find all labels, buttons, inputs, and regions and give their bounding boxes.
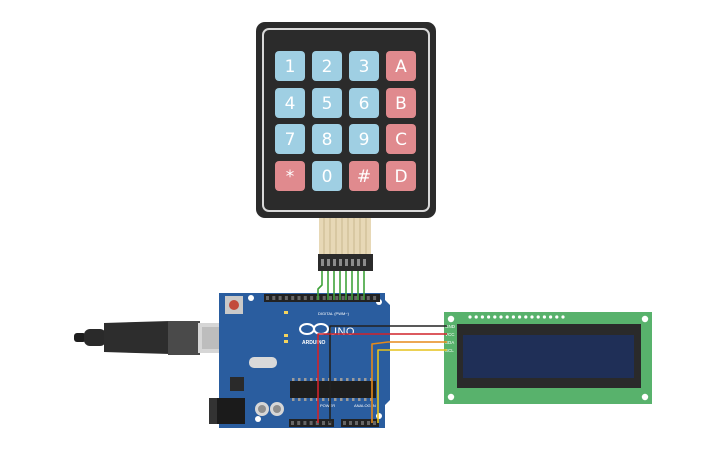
keypad-key-label: 3 xyxy=(359,57,370,77)
keypad-key-label: 0 xyxy=(322,167,333,187)
keypad-key-label: 5 xyxy=(322,94,333,114)
arduino-uno-board[interactable]: UNO ARDUINO DIGITAL (PWM~) POWER ANALOG … xyxy=(209,293,390,428)
keypad[interactable]: 1 2 3 A 4 5 6 B 7 8 9 C * 0 # D xyxy=(256,22,436,218)
keypad-key-6[interactable]: 6 xyxy=(349,88,379,118)
keypad-key-star[interactable]: * xyxy=(275,161,305,191)
keypad-key-B[interactable]: B xyxy=(386,88,416,118)
keypad-key-label: 9 xyxy=(359,130,370,150)
wires xyxy=(317,271,447,423)
keypad-key-7[interactable]: 7 xyxy=(275,124,305,154)
power-label: POWER xyxy=(320,403,335,408)
keypad-key-label: B xyxy=(395,94,407,114)
keypad-key-3[interactable]: 3 xyxy=(349,51,379,81)
lcd-module[interactable]: GND VCC SDA SCL xyxy=(444,312,652,404)
keypad-key-1[interactable]: 1 xyxy=(275,51,305,81)
digital-label: DIGITAL (PWM~) xyxy=(318,311,350,316)
keypad-key-label: 8 xyxy=(322,130,333,150)
keypad-key-label: 4 xyxy=(285,94,296,114)
keypad-keys: 1 2 3 A 4 5 6 B 7 8 9 C * 0 # D xyxy=(275,51,416,191)
keypad-key-5[interactable]: 5 xyxy=(312,88,342,118)
keypad-key-A[interactable]: A xyxy=(386,51,416,81)
keypad-key-8[interactable]: 8 xyxy=(312,124,342,154)
digital-header xyxy=(264,294,380,302)
keypad-key-9[interactable]: 9 xyxy=(349,124,379,154)
keypad-key-label: C xyxy=(395,130,407,150)
usb-plug-body xyxy=(104,321,170,354)
usb-cable xyxy=(74,321,232,355)
lcd-screen xyxy=(463,335,634,378)
keypad-key-label: * xyxy=(286,167,295,187)
wire-gnd xyxy=(329,325,447,423)
keypad-key-label: D xyxy=(394,167,407,187)
keypad-ribbon xyxy=(318,218,373,271)
lcd-pin-vcc: VCC xyxy=(445,332,455,337)
wire-sda xyxy=(371,341,447,423)
keypad-key-label: A xyxy=(395,57,407,77)
keypad-key-label: 7 xyxy=(285,130,296,150)
voltage-regulator xyxy=(230,377,244,391)
keypad-key-label: 1 xyxy=(285,57,296,77)
keypad-key-label: # xyxy=(357,167,371,187)
keypad-key-D[interactable]: D xyxy=(386,161,416,191)
keypad-key-label: 6 xyxy=(359,94,370,114)
analog-header xyxy=(341,419,379,427)
wire-scl xyxy=(377,349,447,423)
brand-text: ARDUINO xyxy=(302,340,325,346)
keypad-key-4[interactable]: 4 xyxy=(275,88,305,118)
keypad-key-hash[interactable]: # xyxy=(349,161,379,191)
keypad-border xyxy=(262,28,430,212)
keypad-key-C[interactable]: C xyxy=(386,124,416,154)
wire-keypad-1 xyxy=(317,271,323,300)
analog-label: ANALOG IN xyxy=(354,403,376,408)
keypad-key-0[interactable]: 0 xyxy=(312,161,342,191)
lcd-pin-scl: SCL xyxy=(445,348,454,353)
lcd-pin-gnd: GND xyxy=(445,324,456,329)
uno-logo-text: UNO xyxy=(329,326,355,338)
keypad-key-2[interactable]: 2 xyxy=(312,51,342,81)
crystal xyxy=(249,357,277,368)
wire-vcc xyxy=(317,333,447,423)
atmega-chip xyxy=(290,381,376,398)
lcd-pin-sda: SDA xyxy=(445,340,454,345)
ribbon-cable xyxy=(319,218,371,254)
keypad-key-label: 2 xyxy=(322,57,333,77)
